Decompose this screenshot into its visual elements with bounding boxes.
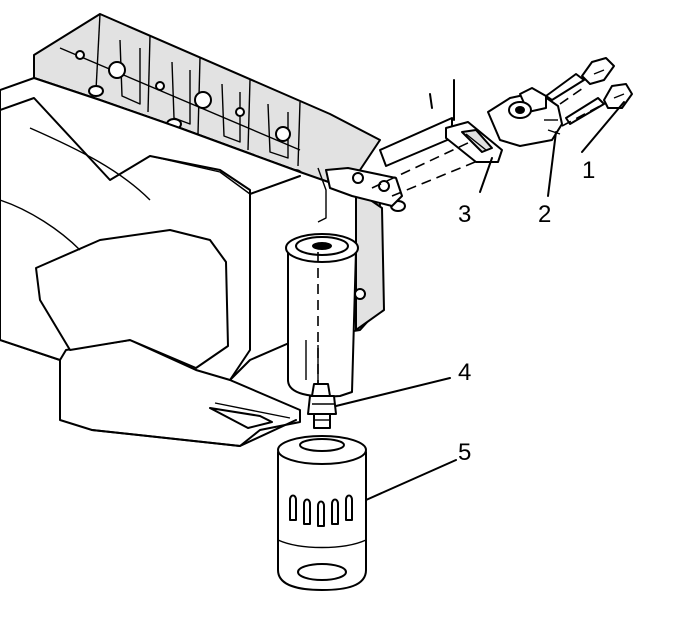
callout-label-2: 2 xyxy=(538,201,551,228)
callout-labels: 1 2 3 4 5 xyxy=(458,157,595,466)
callout-label-5: 5 xyxy=(458,439,471,466)
oil-filter xyxy=(277,435,367,591)
seal-gasket xyxy=(445,121,503,163)
adapter-bolts xyxy=(545,57,633,125)
oil-pan xyxy=(0,77,381,447)
assembly-lines xyxy=(317,85,601,384)
threaded-fitting xyxy=(307,383,337,429)
filter-mount-boss xyxy=(285,189,385,398)
callout-label-3: 3 xyxy=(458,201,471,228)
cooler-bracket xyxy=(317,79,455,223)
callout-label-4: 4 xyxy=(458,359,471,386)
cooler-adapter xyxy=(487,87,563,147)
callout-leaders xyxy=(335,101,625,501)
callout-label-1: 1 xyxy=(582,157,595,184)
